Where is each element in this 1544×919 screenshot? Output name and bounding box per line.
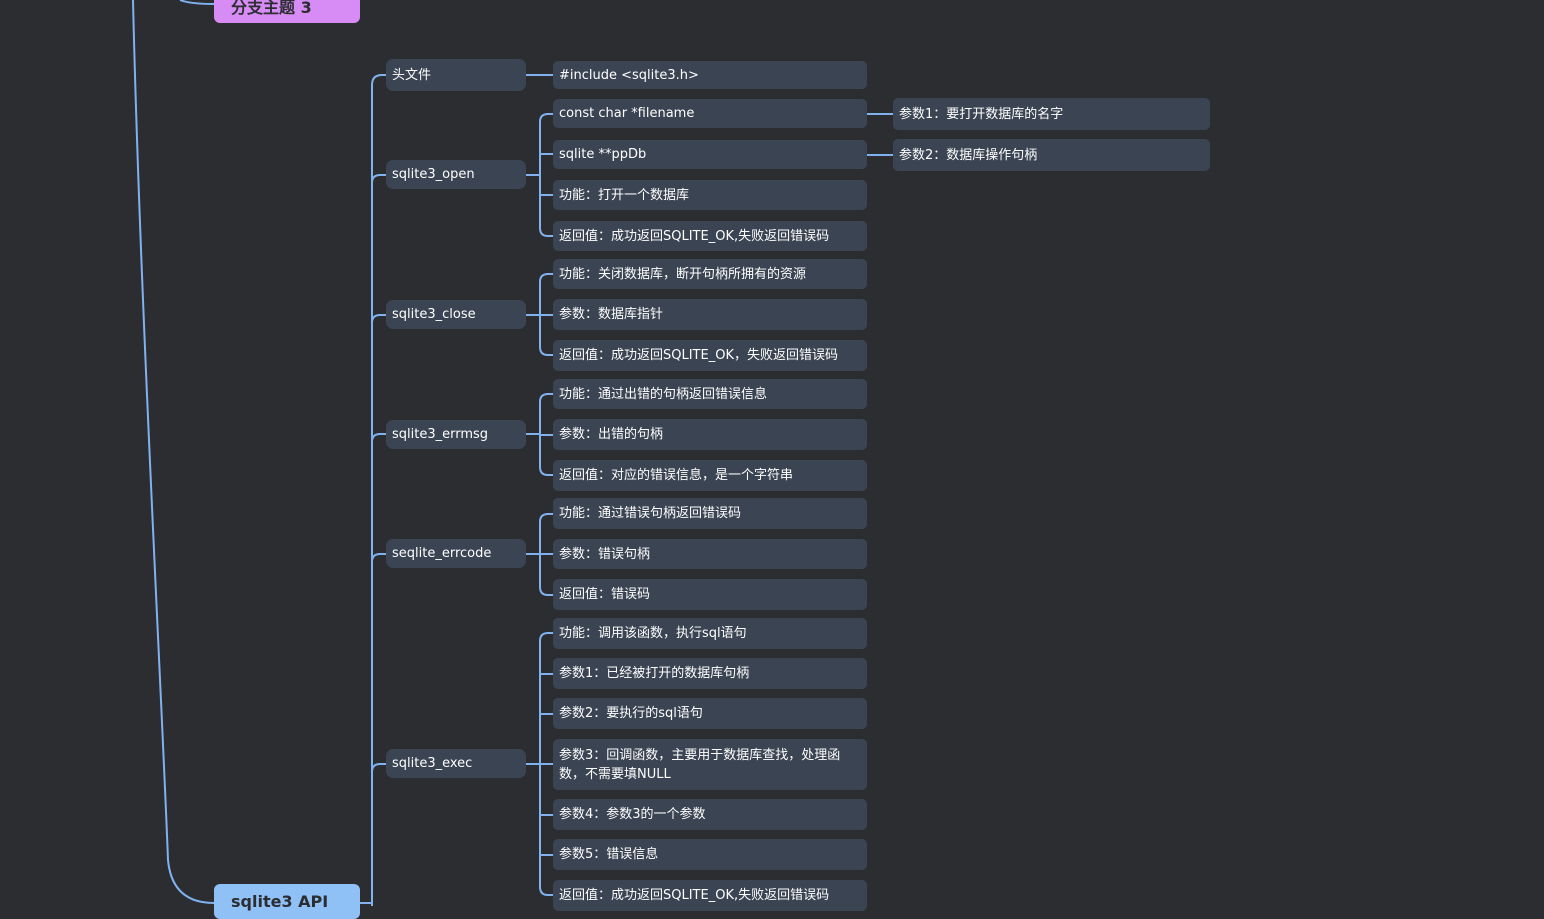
node-open-return[interactable]: 返回值：成功返回SQLITE_OK,失败返回错误码 (553, 221, 867, 251)
node-label: 参数：出错的句柄 (559, 427, 664, 442)
node-errmsg-function[interactable]: 功能：通过出错的句柄返回错误信息 (553, 379, 867, 409)
connector-root-branch3 (179, 0, 215, 5)
node-label: seqlite_errcode (392, 546, 492, 561)
node-param1-name[interactable]: 参数1：要打开数据库的名字 (893, 98, 1210, 130)
node-label: 参数：错误句柄 (559, 546, 651, 562)
node-exec-return[interactable]: 返回值：成功返回SQLITE_OK,失败返回错误码 (553, 880, 867, 911)
node-label: 返回值：成功返回SQLITE_OK,失败返回错误码 (559, 228, 830, 244)
connector-level1 (371, 174, 386, 184)
branch-topic-3-label: 分支主题 3 (231, 0, 312, 17)
node-label: 参数2：数据库操作句柄 (899, 147, 1038, 163)
connector-level1 (371, 763, 386, 773)
node-label: 功能：关闭数据库，断开句柄所拥有的资源 (559, 266, 807, 282)
node-close-return[interactable]: 返回值：成功返回SQLITE_OK，失败返回错误码 (553, 340, 867, 371)
node-label: 功能：通过错误句柄返回错误码 (559, 506, 742, 521)
node-close-function[interactable]: 功能：关闭数据库，断开句柄所拥有的资源 (553, 259, 867, 289)
node-exec-param4[interactable]: 参数4：参数3的一个参数 (553, 799, 867, 830)
node-label: 返回值：成功返回SQLITE_OK,失败返回错误码 (559, 888, 830, 903)
node-seqlite-errcode[interactable]: seqlite_errcode (386, 539, 526, 568)
node-label: 返回值：对应的错误信息，是一个字符串 (559, 468, 794, 483)
node-open-function[interactable]: 功能：打开一个数据库 (553, 180, 867, 210)
node-label: sqlite3_errmsg (392, 427, 489, 442)
node-exec-param5[interactable]: 参数5：错误信息 (553, 839, 867, 870)
connector-level2-bracket (539, 113, 553, 237)
node-label: 参数3：回调函数，主要用于数据库查找，处理函数，不需要填NULL (559, 747, 841, 782)
node-label: 参数1：要打开数据库的名字 (899, 106, 1064, 122)
node-label: 头文件 (392, 67, 432, 83)
connector-spine (371, 74, 386, 906)
node-errcode-return[interactable]: 返回值：错误码 (553, 579, 867, 610)
node-header-file[interactable]: 头文件 (386, 59, 526, 91)
node-label: 功能：打开一个数据库 (559, 187, 690, 203)
node-label: 参数4：参数3的一个参数 (559, 807, 706, 822)
node-label: 参数2：要执行的sql语句 (559, 706, 703, 721)
node-include[interactable]: #include <sqlite3.h> (553, 61, 867, 89)
connector-level1 (371, 553, 386, 563)
node-label: 返回值：错误码 (559, 587, 651, 602)
branch-topic-sqlite3-api-label: sqlite3 API (231, 892, 329, 911)
node-label: sqlite3_exec (392, 756, 473, 771)
node-label: 参数5：错误信息 (559, 847, 659, 862)
node-label: sqlite **ppDb (559, 147, 647, 162)
node-label: 参数：数据库指针 (559, 307, 664, 322)
node-exec-param1[interactable]: 参数1：已经被打开的数据库句柄 (553, 658, 867, 689)
node-exec-function[interactable]: 功能：调用该函数，执行sql语句 (553, 618, 867, 649)
connector-level1 (371, 314, 386, 324)
node-label: sqlite3_open (392, 167, 475, 182)
node-label: #include <sqlite3.h> (559, 67, 699, 83)
connector-root (132, 0, 215, 904)
node-sqlite3-errmsg[interactable]: sqlite3_errmsg (386, 420, 526, 449)
node-label: 参数1：已经被打开的数据库句柄 (559, 666, 750, 681)
branch-topic-sqlite3-api[interactable]: sqlite3 API (214, 884, 360, 919)
connector-level1 (371, 433, 386, 443)
node-errcode-function[interactable]: 功能：通过错误句柄返回错误码 (553, 498, 867, 529)
node-exec-param3[interactable]: 参数3：回调函数，主要用于数据库查找，处理函数，不需要填NULL (553, 739, 867, 790)
node-sqlite3-exec[interactable]: sqlite3_exec (386, 749, 526, 778)
node-label: 功能：通过出错的句柄返回错误信息 (559, 386, 768, 402)
node-open-ppdb[interactable]: sqlite **ppDb (553, 140, 867, 169)
node-errcode-param[interactable]: 参数：错误句柄 (553, 539, 867, 569)
node-errmsg-param[interactable]: 参数：出错的句柄 (553, 419, 867, 450)
node-param2-handle[interactable]: 参数2：数据库操作句柄 (893, 139, 1210, 171)
node-label: sqlite3_close (392, 307, 476, 322)
node-sqlite3-close[interactable]: sqlite3_close (386, 300, 526, 329)
node-sqlite3-open[interactable]: sqlite3_open (386, 160, 526, 189)
node-label: const char *filename (559, 106, 695, 121)
node-errmsg-return[interactable]: 返回值：对应的错误信息，是一个字符串 (553, 460, 867, 491)
branch-topic-3[interactable]: 分支主题 3 (214, 0, 360, 23)
node-open-filename[interactable]: const char *filename (553, 99, 867, 128)
node-exec-param2[interactable]: 参数2：要执行的sql语句 (553, 698, 867, 729)
node-close-param[interactable]: 参数：数据库指针 (553, 299, 867, 330)
node-label: 返回值：成功返回SQLITE_OK，失败返回错误码 (559, 348, 838, 363)
node-label: 功能：调用该函数，执行sql语句 (559, 626, 747, 641)
